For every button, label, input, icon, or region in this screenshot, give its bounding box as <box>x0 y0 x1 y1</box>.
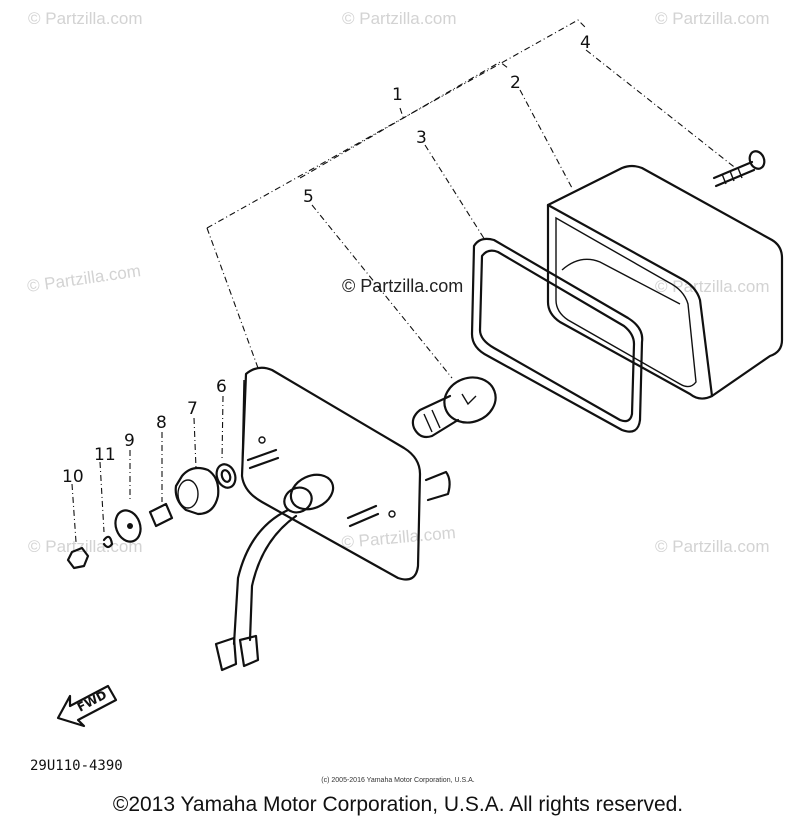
screw-head <box>748 150 766 170</box>
gasket-outer <box>470 237 644 433</box>
bulb-glass <box>443 376 497 424</box>
callout-10: 10 <box>62 467 84 487</box>
part-grommet-6 <box>215 463 237 489</box>
plate-outline <box>240 366 422 581</box>
watermark: © Partzilla.com <box>341 523 457 552</box>
part-lens-housing <box>546 164 784 400</box>
callout-8: 8 <box>156 413 167 433</box>
bracket-4-leg <box>206 227 259 369</box>
callout-2: 2 <box>510 73 521 93</box>
callout-11: 11 <box>94 445 116 465</box>
bulb-base <box>411 394 460 439</box>
part-washer-9 <box>114 509 142 543</box>
leader-2 <box>519 89 573 189</box>
part-base-plate <box>214 366 451 672</box>
leader-lines <box>71 89 573 543</box>
part-nut-10 <box>66 546 90 570</box>
watermark: © Partzilla.com <box>28 9 143 28</box>
callout-4: 4 <box>580 33 591 53</box>
leader-11 <box>99 461 105 533</box>
socket-body <box>289 473 335 511</box>
plate-edge <box>241 379 245 477</box>
fwd-arrow: FWD <box>56 684 118 728</box>
watermark: © Partzilla.com <box>28 537 143 556</box>
wire-connectors <box>214 634 260 672</box>
housing-step <box>561 258 681 305</box>
small-copyright: (c) 2005-2016 Yamaha Motor Corporation, … <box>321 777 475 784</box>
housing-inner <box>555 216 697 388</box>
part-gasket <box>470 237 644 433</box>
bulb-ring <box>423 409 441 433</box>
part-lockwasher-11 <box>102 535 114 549</box>
watermark: © Partzilla.com <box>655 277 770 296</box>
fwd-arrow-shape <box>56 684 118 728</box>
callout-labels: 1 2 3 4 5 6 7 8 9 10 11 <box>62 33 591 487</box>
leader-7 <box>193 417 197 469</box>
watermark: © Partzilla.com <box>342 9 457 28</box>
watermark: © Partzilla.com <box>26 261 142 296</box>
part-code: 29U110-4390 <box>30 758 123 774</box>
watermark-center: © Partzilla.com <box>342 276 463 296</box>
bracket-1-tick <box>399 107 405 121</box>
plate-boss <box>424 470 451 502</box>
part-cushion-7-face <box>177 479 199 509</box>
part-screw <box>712 150 766 188</box>
fwd-label: FWD <box>75 688 109 715</box>
leader-4 <box>585 49 739 171</box>
callout-5: 5 <box>303 187 314 207</box>
exploded-view-drawing: © Partzilla.com © Partzilla.com © Partzi… <box>26 9 784 774</box>
part-bulb <box>411 376 497 439</box>
assembly-brackets <box>206 19 739 369</box>
copyright-notice: ©2013 Yamaha Motor Corporation, U.S.A. A… <box>112 793 684 816</box>
gasket-inner <box>478 249 636 423</box>
watermark: © Partzilla.com <box>655 537 770 556</box>
part-washer-9-hole <box>127 523 133 529</box>
part-cushion-7 <box>174 466 220 516</box>
plate-stud <box>246 448 280 470</box>
bracket-1 <box>299 61 509 179</box>
leader-5 <box>311 204 453 379</box>
plate-stud <box>346 504 380 528</box>
socket-wires <box>232 508 298 646</box>
callout-9: 9 <box>124 431 135 451</box>
bulb-filament <box>461 393 477 406</box>
callout-1: 1 <box>392 85 403 105</box>
housing-edge <box>546 203 714 398</box>
part-collar-8 <box>148 502 174 528</box>
watermark: © Partzilla.com <box>655 9 770 28</box>
leader-6 <box>221 395 224 461</box>
leader-10 <box>71 483 77 543</box>
plate-hole <box>388 510 396 518</box>
screw-thread <box>721 167 743 185</box>
plate-hole <box>258 436 266 444</box>
housing-outer <box>546 164 784 400</box>
leader-3 <box>424 144 486 241</box>
part-grommet-6-hole <box>220 469 232 483</box>
small-hardware <box>66 463 237 570</box>
socket-ring <box>283 486 313 514</box>
callout-7: 7 <box>187 399 198 419</box>
screw-shank <box>712 160 756 188</box>
callout-6: 6 <box>216 377 227 397</box>
bracket-4 <box>206 19 587 229</box>
callout-3: 3 <box>416 128 427 148</box>
